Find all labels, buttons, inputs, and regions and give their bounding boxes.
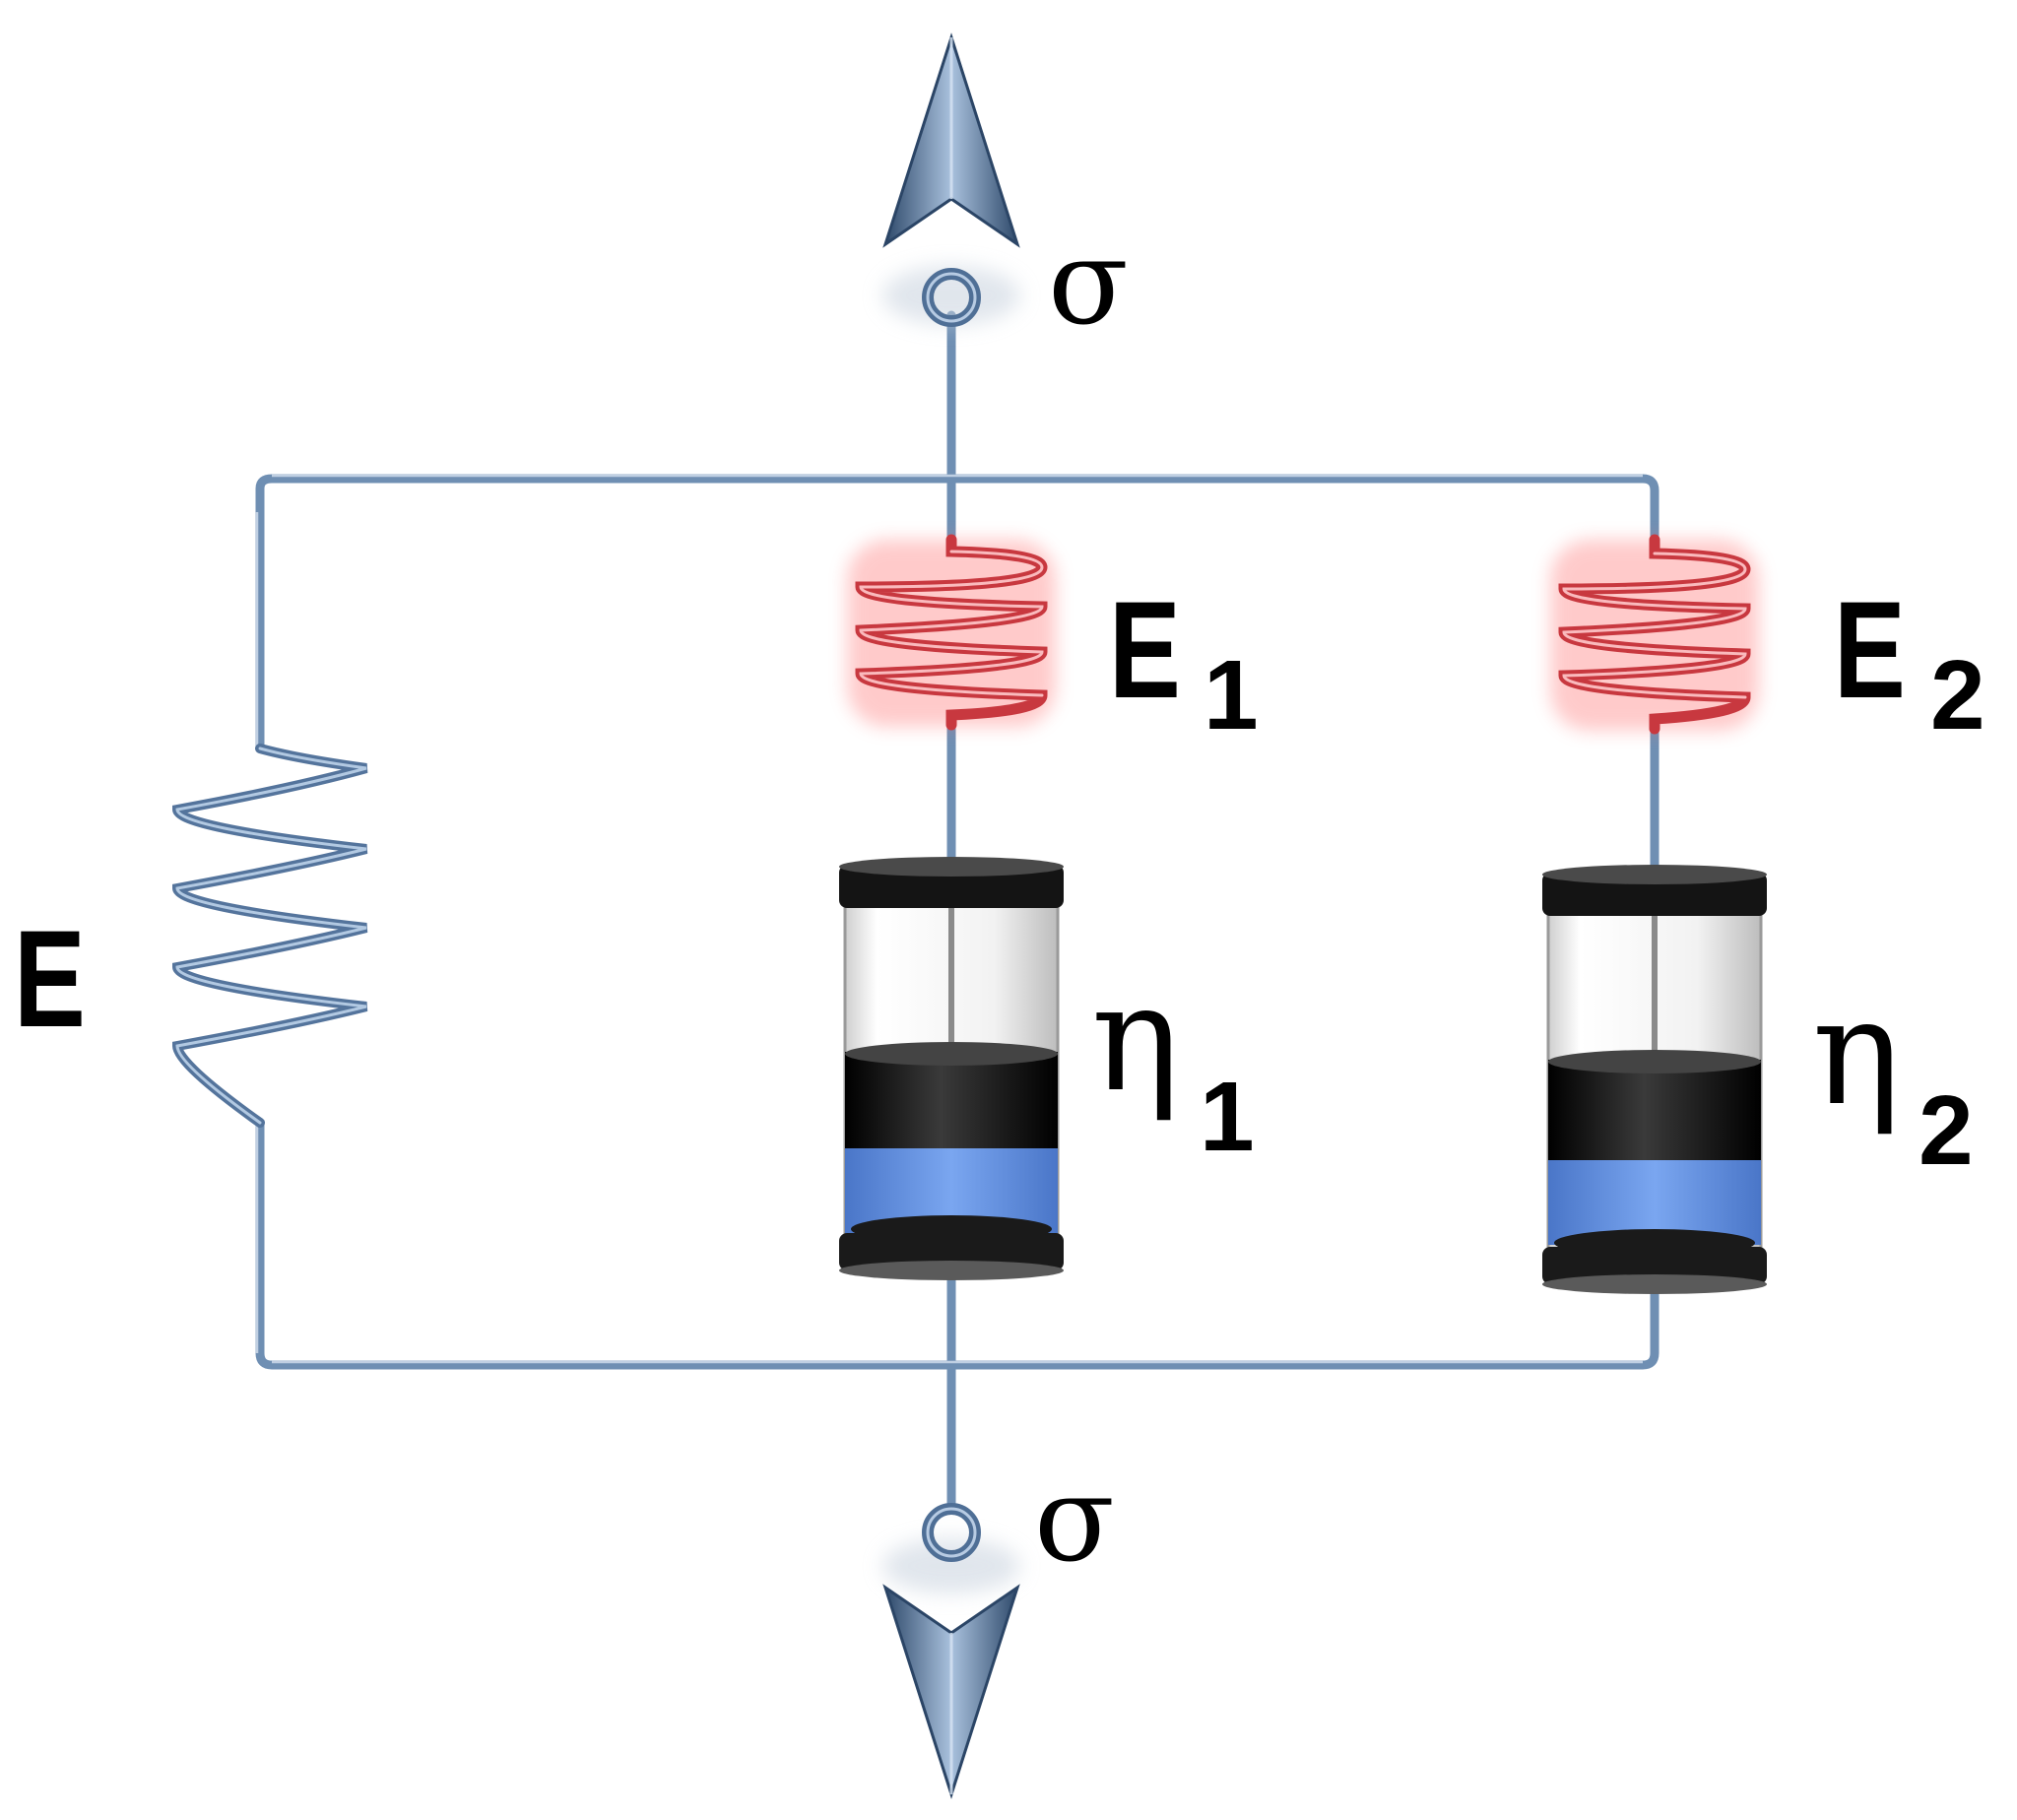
top-ring-connector	[922, 268, 981, 327]
sigma-bottom-label: σ	[1034, 1452, 1115, 1589]
spring-2-label: E	[1834, 572, 1906, 727]
spring-1-label: E	[1109, 572, 1181, 727]
wire-frame	[255, 310, 1659, 1512]
arrow-down-icon	[882, 1584, 1020, 1799]
dashpot-2-subscript: 2	[1919, 1075, 1974, 1186]
sigma-top-label: σ	[1048, 215, 1129, 352]
spring-main-label: E	[14, 901, 86, 1056]
spring-2-icon	[1550, 534, 1759, 735]
dashpot-2-label: η	[1812, 967, 1901, 1138]
spring-2-subscript: 2	[1930, 640, 1985, 750]
bottom-ring-connector	[882, 1503, 1020, 1593]
dashpot-2-icon	[1542, 865, 1767, 1294]
spring-1-icon	[847, 534, 1056, 731]
spring-1-subscript: 1	[1204, 640, 1259, 750]
dashpot-1-icon	[839, 857, 1064, 1280]
left-branch-wire-lower	[255, 1118, 1659, 1370]
top-bus-wire	[255, 474, 1659, 545]
wire-highlight	[255, 474, 1643, 1364]
arrow-up-icon	[882, 32, 1020, 325]
spring-main-icon	[171, 744, 368, 1128]
dashpot-1-label: η	[1091, 953, 1180, 1125]
dashpot-1-subscript: 1	[1200, 1062, 1255, 1172]
